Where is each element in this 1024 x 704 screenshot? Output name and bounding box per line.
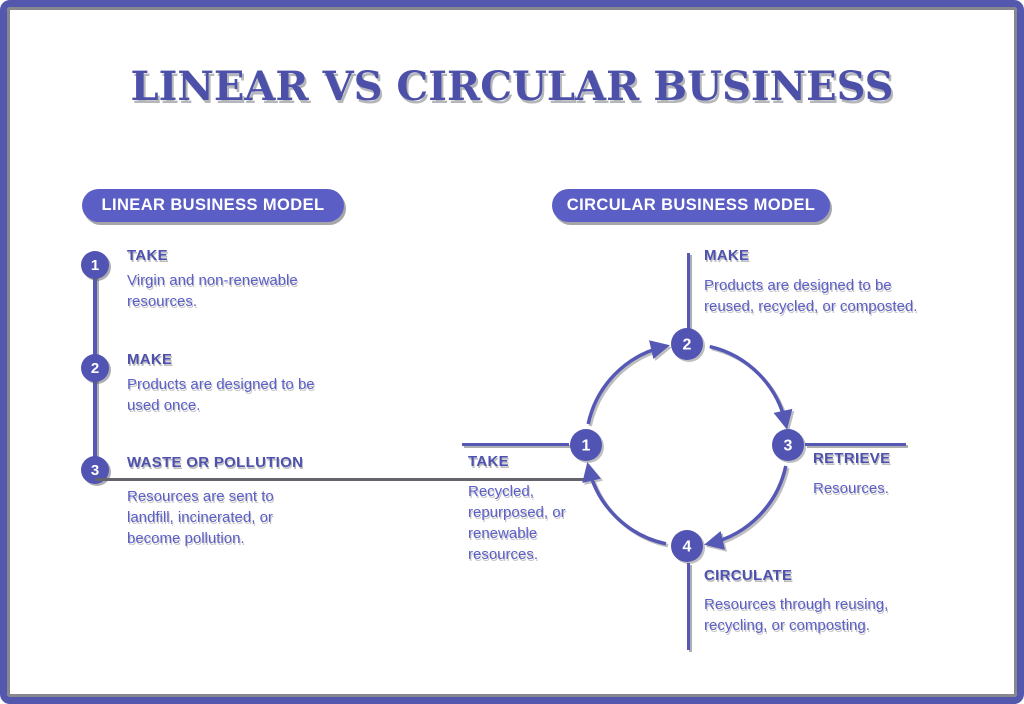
cycle-step-retrieve-heading: RETRIEVE	[813, 450, 891, 467]
linear-node-1-number: 1	[90, 256, 100, 274]
cycle-arrows	[582, 340, 793, 550]
cycle-arc-1-to-2	[586, 340, 670, 425]
cycle-node-4	[671, 530, 703, 562]
linear-node-2: 2	[81, 354, 109, 382]
linear-node-1: 1	[81, 251, 109, 279]
cycle-step-make-heading: MAKE	[704, 247, 750, 264]
cycle-leader-left	[462, 443, 569, 446]
cycle-step-retrieve-body: Resources.	[813, 480, 889, 497]
linear-step-waste-heading: WASTE OR POLLUTION	[127, 454, 304, 471]
cycle-step-circulate-heading: CIRCULATE	[704, 567, 793, 584]
linear-step-waste-body: Resources are sent to landfill, incinera…	[127, 488, 274, 547]
cycle-step-take-body: Recycled, repurposed, or renewable resou…	[468, 483, 566, 563]
cycle-node-1	[570, 429, 602, 461]
page-title: LINEAR VS CIRCULAR BUSINESS	[130, 63, 894, 110]
cycle-leader-bottom	[687, 563, 690, 650]
cycle-arc-4-to-1	[582, 462, 667, 546]
cycle-diagram: 1 2 3 4	[570, 328, 804, 562]
cycle-leader-right	[805, 443, 906, 446]
cycle-node-3	[772, 429, 804, 461]
linear-to-circular-connector-line	[95, 478, 584, 481]
cycle-step-take-heading: TAKE	[468, 453, 509, 470]
linear-node-3-number: 3	[90, 461, 100, 479]
cycle-step-circulate-body: Resources through reusing, recycling, or…	[704, 596, 889, 634]
linear-step-take-heading: TAKE	[127, 247, 168, 264]
linear-step-take-body: Virgin and non-renewable resources.	[127, 272, 298, 310]
cycle-node-4-number: 4	[683, 539, 692, 556]
linear-node-2-number: 2	[90, 359, 100, 377]
cycle-arc-2-to-3	[709, 344, 793, 430]
cycle-node-1-number: 1	[582, 438, 591, 455]
linear-model-header-pill: LINEAR BUSINESS MODEL	[82, 189, 344, 222]
cycle-node-3-number: 3	[784, 438, 793, 455]
linear-step-make-heading: MAKE	[127, 351, 173, 368]
cycle-leader-top	[687, 253, 690, 329]
cycle-step-make-body: Products are designed to be reused, recy…	[704, 277, 918, 315]
circular-model-header-pill: CIRCULAR BUSINESS MODEL	[552, 189, 830, 222]
cycle-node-2-number: 2	[683, 337, 692, 354]
cycle-node-2	[671, 328, 703, 360]
cycle-arc-3-to-4	[704, 465, 788, 550]
linear-step-make-body: Products are designed to be used once.	[127, 376, 315, 414]
